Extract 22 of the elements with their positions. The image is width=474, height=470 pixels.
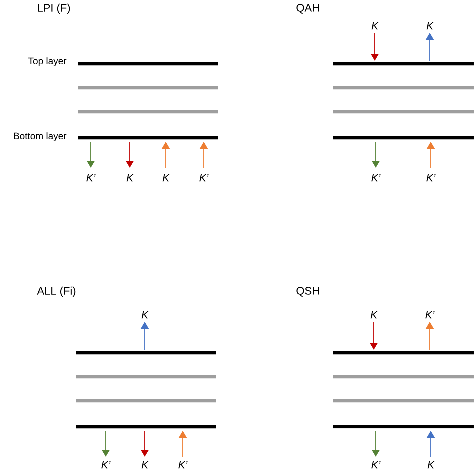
valley-label: K’ [372, 174, 381, 182]
valley-label: K’ [178, 461, 188, 469]
panel-title: QAH [296, 4, 320, 14]
valley-label: K [142, 311, 149, 319]
valley-label: K’ [372, 461, 381, 469]
valley-label: K’ [102, 461, 111, 469]
panel-title: LPI (F) [38, 4, 70, 14]
layer-label: Bottom layer [14, 132, 67, 142]
valley-label: K’ [426, 311, 435, 319]
valley-label: K’ [426, 174, 436, 182]
panel-title: QSH [296, 287, 320, 297]
layer-label: Top layer [28, 58, 67, 66]
valley-label: K [142, 461, 149, 469]
valley-label: K [162, 174, 170, 182]
valley-label: K [370, 311, 378, 319]
valley-label: K’ [200, 174, 209, 182]
valley-label: K [426, 22, 434, 30]
valley-label: K’ [86, 174, 96, 182]
valley-label: K [372, 22, 379, 30]
valley-label: K [428, 461, 435, 469]
panel-title: ALL (Fi) [37, 286, 76, 298]
valley-label: K [126, 174, 134, 182]
